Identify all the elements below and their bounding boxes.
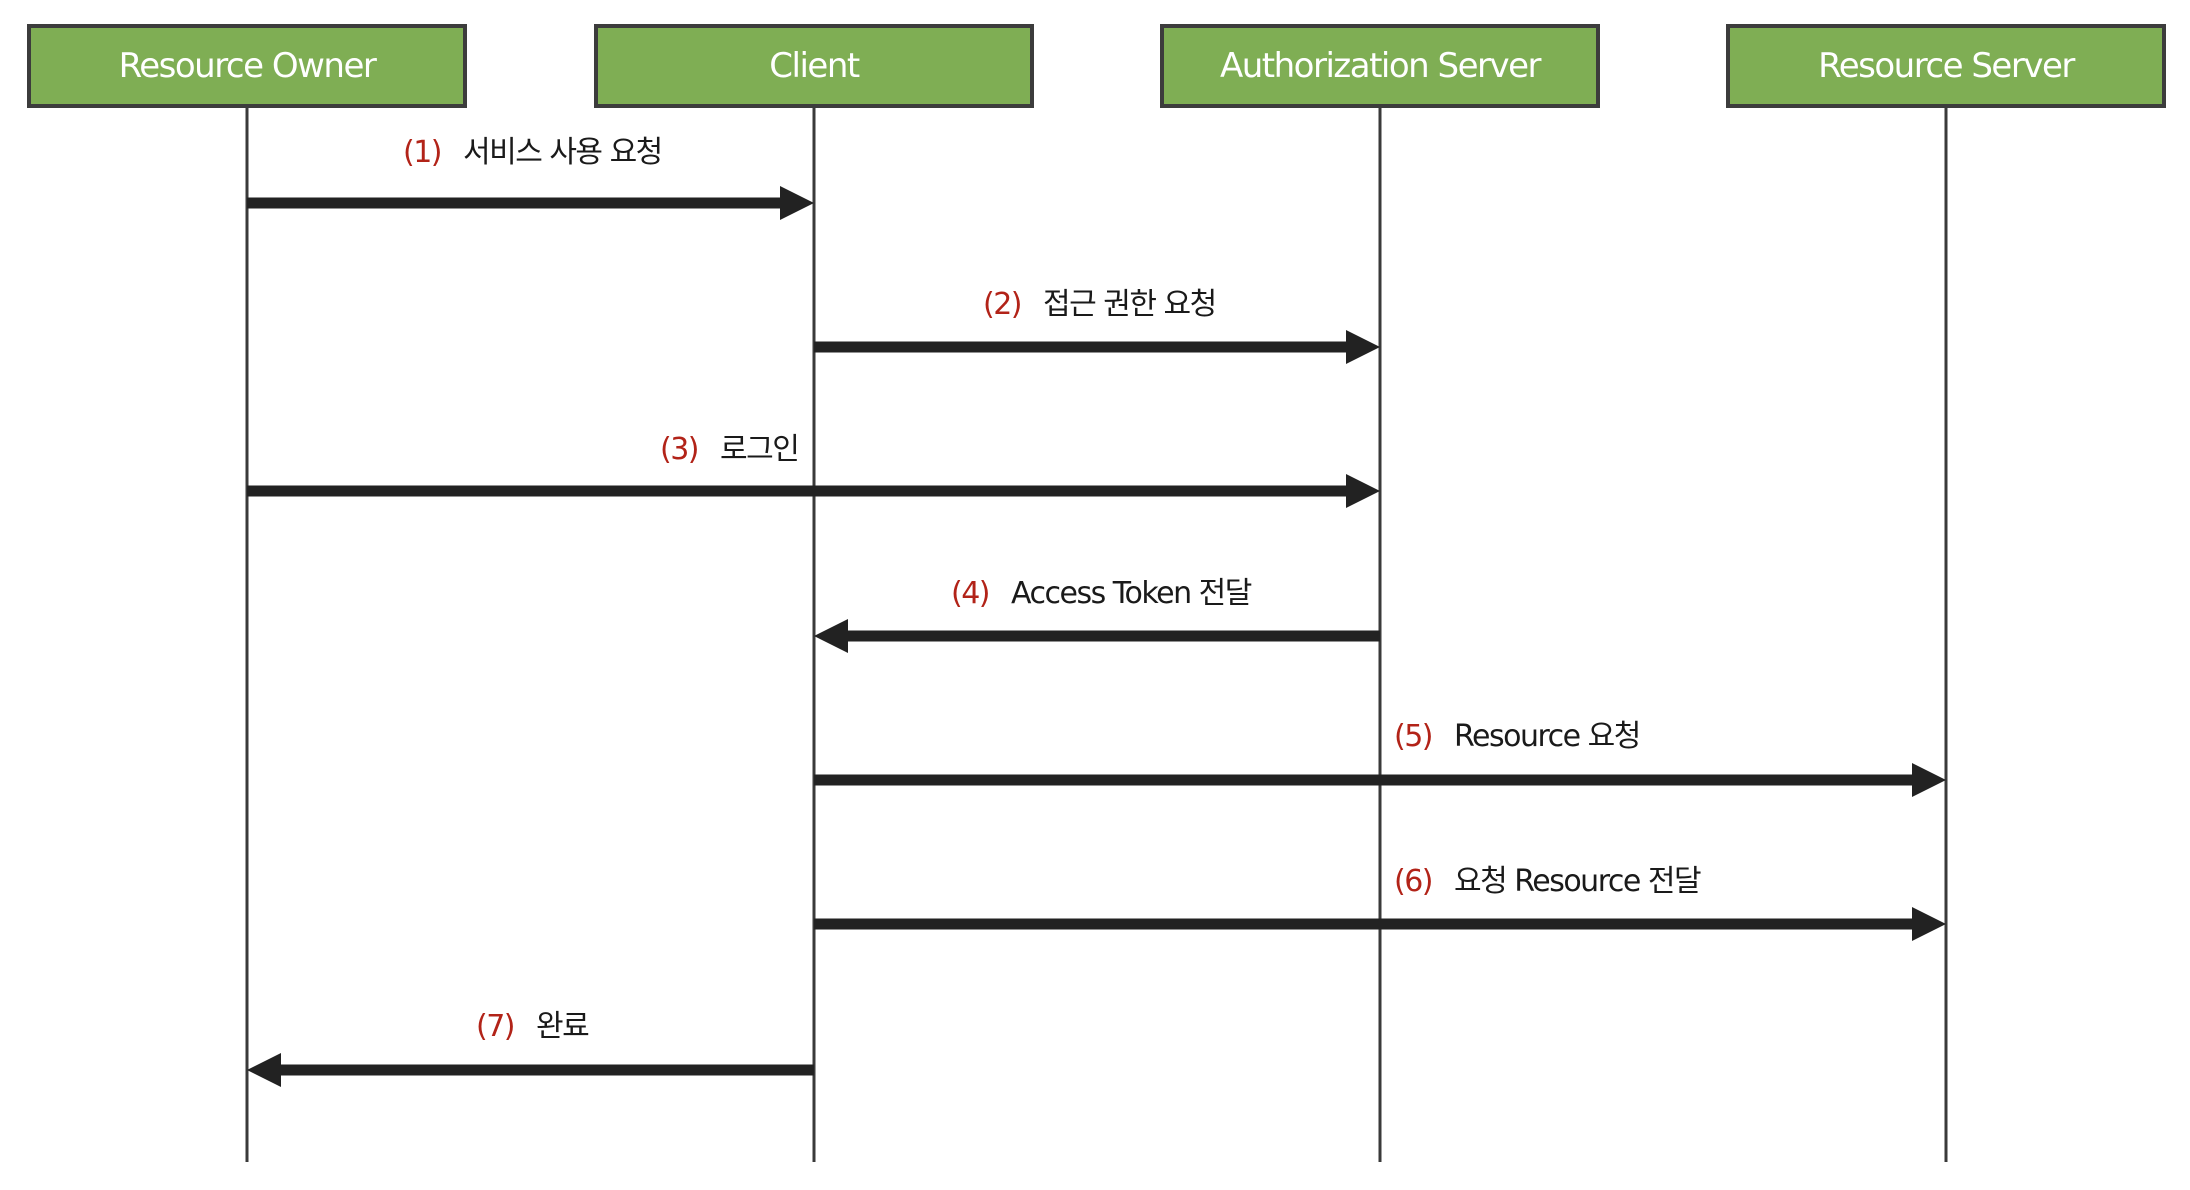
actor-box: Resource Owner — [27, 24, 467, 108]
actor-label: Resource Owner — [118, 46, 377, 86]
message-label: (2) 접근 권한 요청 — [983, 285, 1217, 325]
message-label: (7) 완료 — [476, 1007, 590, 1047]
arrow-head — [247, 1053, 281, 1087]
message-arrow — [814, 763, 1946, 797]
message-text: 서비스 사용 요청 — [463, 135, 663, 170]
message-arrow — [814, 907, 1946, 941]
message-text: Resource 요청 — [1454, 719, 1641, 754]
actor-box: Resource Server — [1726, 24, 2166, 108]
arrow-head — [1346, 330, 1380, 364]
message-text: Access Token 전달 — [1011, 576, 1252, 611]
message-label: (5) Resource 요청 — [1394, 717, 1641, 757]
arrow-head — [780, 186, 814, 220]
message-label: (3) 로그인 — [660, 430, 800, 470]
actor-label: Resource Server — [1818, 46, 2075, 86]
step-number: (4) — [951, 576, 991, 611]
actor-box: Authorization Server — [1160, 24, 1600, 108]
step-number: (6) — [1394, 864, 1434, 899]
message-label: (6) 요청 Resource 전달 — [1394, 862, 1702, 902]
message-text: 로그인 — [720, 432, 800, 467]
message-arrow — [814, 619, 1380, 653]
arrow-head — [1912, 907, 1946, 941]
message-text: 접근 권한 요청 — [1043, 287, 1217, 322]
step-number: (2) — [983, 287, 1023, 322]
actor-label: Authorization Server — [1219, 46, 1542, 86]
message-arrow — [247, 1053, 814, 1087]
step-number: (3) — [660, 432, 700, 467]
step-number: (5) — [1394, 719, 1434, 754]
message-arrow — [247, 474, 1380, 508]
actor-box: Client — [594, 24, 1034, 108]
arrow-head — [1346, 474, 1380, 508]
message-label: (1) 서비스 사용 요청 — [403, 133, 663, 173]
message-arrow — [814, 330, 1380, 364]
arrow-head — [1912, 763, 1946, 797]
actor-label: Client — [769, 46, 860, 86]
arrow-head — [814, 619, 848, 653]
step-number: (1) — [403, 135, 443, 170]
step-number: (7) — [476, 1009, 516, 1044]
message-text: 요청 Resource 전달 — [1454, 864, 1702, 899]
message-arrow — [247, 186, 814, 220]
message-label: (4) Access Token 전달 — [951, 574, 1252, 614]
message-text: 완료 — [536, 1009, 590, 1044]
